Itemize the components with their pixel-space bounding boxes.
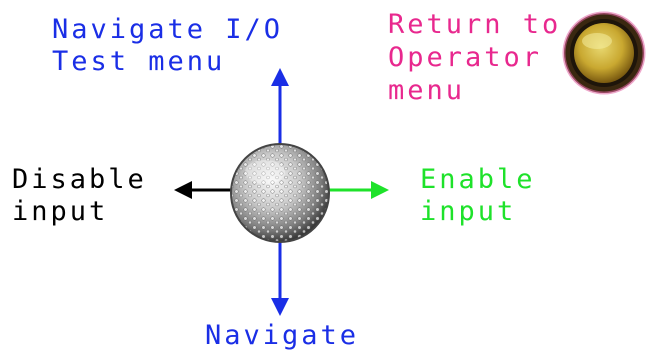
arrow-left (174, 181, 234, 199)
operator-label-line1: Return to (388, 9, 562, 40)
arrow-down (271, 240, 289, 316)
operator-label-line2: Operator (388, 42, 543, 73)
operator-label-line3: menu (388, 75, 466, 106)
trackball-icon[interactable] (230, 143, 330, 243)
right-label-line1: Enable (420, 164, 536, 195)
return-to-operator-menu-label: Return to Operator menu (388, 8, 561, 107)
navigate-label: Navigate (205, 320, 359, 352)
arrow-up (271, 68, 289, 150)
left-label-line2: input (12, 196, 109, 227)
enable-input-label: Enable input (420, 164, 536, 228)
up-label-line1: Navigate I/O (52, 14, 284, 45)
navigate-io-test-menu-label: Navigate I/O Test menu (52, 14, 283, 78)
right-label-line2: input (420, 196, 517, 227)
down-label-line1: Navigate (205, 320, 360, 351)
arrow-right (326, 181, 389, 199)
left-label-line1: Disable (12, 164, 147, 195)
round-button-icon[interactable] (562, 11, 646, 95)
disable-input-label: Disable input (12, 164, 147, 228)
up-label-line2: Test menu (52, 46, 226, 77)
